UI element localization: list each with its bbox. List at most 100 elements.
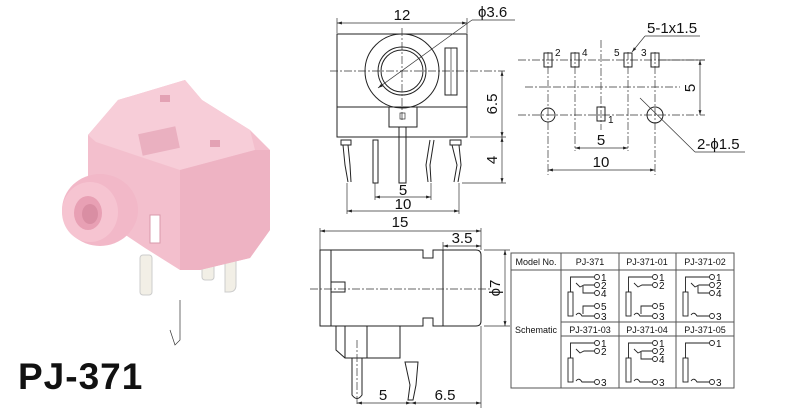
table-header-model: Model No. xyxy=(515,257,556,267)
pad-number: 1 xyxy=(608,115,614,126)
switch-contact xyxy=(690,312,709,317)
dim-pin-b: 6.5 xyxy=(435,387,456,404)
dim-diameter: ϕ7 xyxy=(487,280,504,297)
pin-number: 2 xyxy=(716,281,722,292)
pin-terminal xyxy=(652,282,658,288)
holes-label: 2-ϕ1.5 xyxy=(697,136,740,153)
pin-terminal xyxy=(594,340,600,346)
pin-number: 4 xyxy=(659,355,665,366)
pin-terminal xyxy=(652,356,658,362)
model-name: PJ-371-01 xyxy=(626,257,668,267)
pin-number: 1 xyxy=(716,273,722,284)
switch-contact xyxy=(575,282,594,288)
pin-number: 3 xyxy=(601,378,607,389)
model-name: PJ-371 xyxy=(576,257,605,267)
pin-photo xyxy=(139,254,153,296)
switch-contact xyxy=(582,286,594,294)
pin-number: 1 xyxy=(659,273,665,284)
dim-width: 12 xyxy=(394,7,411,24)
dim-hole: ϕ3.6 xyxy=(478,4,507,21)
pin-terminal xyxy=(709,290,715,296)
pin-number: 2 xyxy=(601,347,607,358)
pad-number: 2 xyxy=(555,48,561,59)
switch-contact xyxy=(633,378,652,383)
front-view-drawing xyxy=(330,18,515,214)
pin-terminal xyxy=(594,282,600,288)
switch-contact xyxy=(575,378,594,383)
pin-number: 3 xyxy=(659,378,665,389)
dim-length: 15 xyxy=(392,214,409,231)
pin-number: 3 xyxy=(601,312,607,323)
pad-number: 5 xyxy=(614,48,620,59)
dim-pitch-inner: 5 xyxy=(399,182,407,199)
switch-contact xyxy=(640,352,652,360)
pads-label: 5-1x1.5 xyxy=(647,20,697,37)
product-title: PJ-371 xyxy=(18,356,144,397)
model-name: PJ-371-05 xyxy=(684,325,726,335)
schematic-wire xyxy=(685,342,709,358)
switch-contact xyxy=(633,348,652,354)
pin-terminal xyxy=(709,274,715,280)
pin-number: 3 xyxy=(716,312,722,323)
pin-number: 5 xyxy=(659,302,665,313)
schematic-wire xyxy=(570,342,594,358)
pin-terminal xyxy=(594,290,600,296)
pin-number: 4 xyxy=(716,289,722,300)
pin-terminal xyxy=(594,274,600,280)
switch-contact xyxy=(575,312,594,317)
schematic-wire xyxy=(628,342,652,358)
pin-number: 1 xyxy=(601,339,607,350)
switch-contact xyxy=(633,312,652,317)
dim-pin-length: 4 xyxy=(484,156,501,164)
pin-terminal xyxy=(594,379,600,385)
pin-terminal xyxy=(652,340,658,346)
model-name: PJ-371-03 xyxy=(569,325,611,335)
pin-terminal xyxy=(594,348,600,354)
pin-terminal xyxy=(652,274,658,280)
pin-number: 5 xyxy=(601,302,607,313)
pin-number: 1 xyxy=(659,339,665,350)
dim-footprint-pitch-inner: 5 xyxy=(597,132,605,149)
switch-contact xyxy=(697,286,709,294)
dim-pitch-outer: 10 xyxy=(395,196,412,213)
pin-terminal xyxy=(709,282,715,288)
dim-body-height: 6.5 xyxy=(484,94,501,115)
product-photo xyxy=(62,80,270,346)
side-view-drawing xyxy=(310,228,510,408)
pin-number: 3 xyxy=(659,312,665,323)
pin-terminal xyxy=(709,340,715,346)
pin-terminal xyxy=(652,303,658,309)
pin-terminal xyxy=(652,313,658,319)
pin-number: 3 xyxy=(716,378,722,389)
pad-number: 3 xyxy=(641,48,647,59)
schematic-wire xyxy=(570,276,594,292)
pin-number: 2 xyxy=(659,281,665,292)
schematic-wire xyxy=(685,276,709,292)
switch-contact xyxy=(582,305,594,314)
pin-number: 1 xyxy=(716,339,722,350)
switch-contact xyxy=(640,305,652,314)
pad-number: 4 xyxy=(582,48,588,59)
pin-number: 1 xyxy=(601,273,607,284)
schematic-wire xyxy=(628,276,652,292)
dim-pin-a: 5 xyxy=(379,387,387,404)
pin-number: 2 xyxy=(659,347,665,358)
pin-terminal xyxy=(709,379,715,385)
pin-terminal xyxy=(594,313,600,319)
switch-contact xyxy=(690,378,709,383)
switch-contact xyxy=(690,282,709,288)
dim-front-length: 3.5 xyxy=(452,230,473,247)
pin-terminal xyxy=(652,348,658,354)
switch-contact xyxy=(575,348,594,354)
pin-number: 2 xyxy=(601,281,607,292)
switch-contact xyxy=(633,282,652,288)
model-name: PJ-371-02 xyxy=(684,257,726,267)
dim-row-spacing: 5 xyxy=(682,84,699,92)
pin-terminal xyxy=(709,313,715,319)
model-name: PJ-371-04 xyxy=(626,325,668,335)
pin-number: 4 xyxy=(601,289,607,300)
pin-terminal xyxy=(594,303,600,309)
